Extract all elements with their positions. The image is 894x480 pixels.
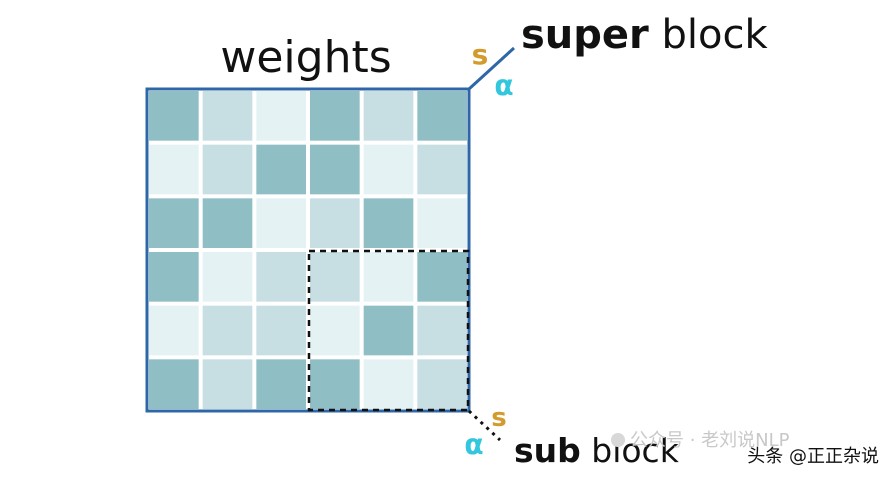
weight-cell	[256, 144, 306, 195]
weight-cell	[310, 198, 360, 248]
weight-cell	[363, 198, 414, 248]
weight-cell	[363, 252, 414, 302]
weight-cell	[149, 198, 199, 248]
weight-cell	[256, 252, 306, 302]
weight-cell	[417, 144, 467, 195]
weight-cell	[417, 91, 467, 141]
weight-cell	[363, 91, 414, 141]
weight-cell	[310, 144, 360, 195]
super-block-label-bold: super	[521, 12, 649, 58]
weight-cell	[256, 359, 306, 409]
weight-cell	[363, 359, 414, 409]
weight-cell	[149, 305, 199, 356]
weight-cell	[149, 91, 199, 141]
weight-cell	[202, 91, 253, 141]
weight-cell	[202, 359, 253, 409]
weights-title: weights	[220, 32, 391, 83]
weight-cell	[417, 252, 467, 302]
weight-cell	[256, 305, 306, 356]
sub-block-frame	[307, 249, 470, 412]
weight-cell	[363, 144, 414, 195]
weight-cell	[256, 91, 306, 141]
super-block-label-rest: block	[649, 12, 769, 58]
weight-cell	[149, 144, 199, 195]
weight-cell	[149, 359, 199, 409]
weight-cell	[417, 359, 467, 409]
super-block-leader-line	[467, 46, 516, 91]
weight-cell	[202, 252, 253, 302]
weight-cell	[310, 252, 360, 302]
weight-cell	[310, 91, 360, 141]
weight-cell	[202, 305, 253, 356]
weight-cell	[202, 198, 253, 248]
weight-cell	[202, 144, 253, 195]
weight-cell	[417, 305, 467, 356]
weight-cell	[310, 305, 360, 356]
sub-block-label: sub block	[514, 431, 680, 470]
weight-cell	[417, 198, 467, 248]
weight-cell	[310, 359, 360, 409]
watermark-logo-icon	[611, 433, 625, 447]
sub-block-alpha-symbol: α	[464, 428, 483, 461]
weight-grid	[149, 91, 467, 409]
sub-block-scale-symbol: s	[491, 403, 506, 433]
watermark-text: 头条 @正正杂说	[747, 446, 879, 467]
sub-block-label-bold: sub	[514, 431, 581, 470]
watermark-faint-text: 公众号 · 老刘说NLP	[630, 430, 790, 451]
weight-cell	[363, 305, 414, 356]
weight-cell	[256, 198, 306, 248]
weight-cell	[149, 252, 199, 302]
super-block-scale-symbol: s	[472, 38, 489, 71]
super-block-alpha-symbol: α	[494, 69, 513, 102]
sub-block-label-rest: block	[581, 431, 680, 470]
super-block-label: super block	[521, 12, 768, 58]
